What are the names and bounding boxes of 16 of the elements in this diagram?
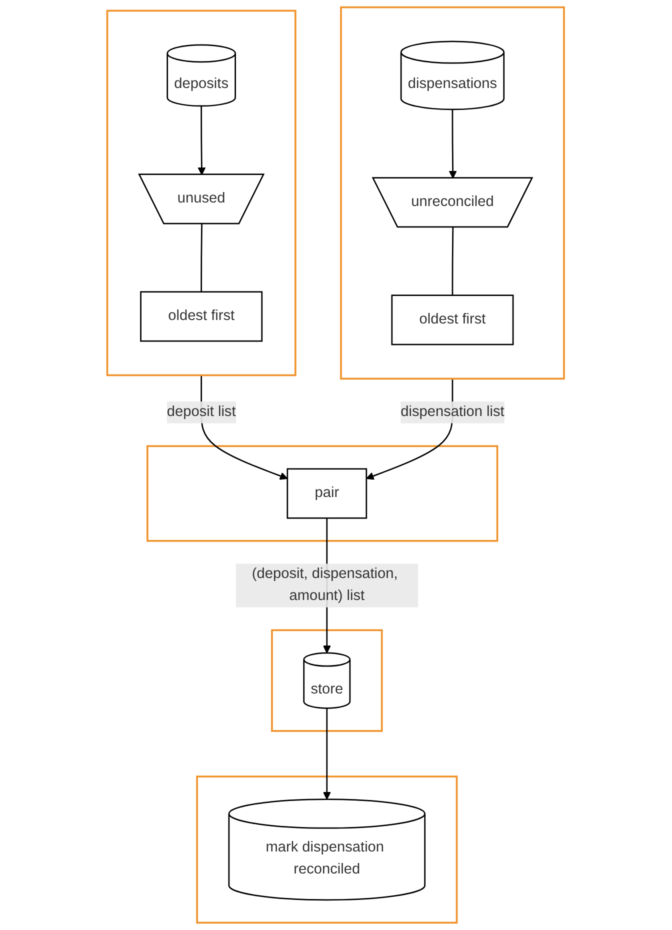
- cluster: [146, 445, 499, 542]
- edge-label: deposit list: [167, 404, 236, 420]
- cluster: [271, 629, 384, 732]
- edge-label: dispensation list: [400, 404, 505, 420]
- arrow: [198, 106, 206, 176]
- edge-label: (deposit, dispensation, amount) list: [252, 566, 398, 604]
- connector: [201, 224, 203, 292]
- node-box: pair: [287, 468, 368, 519]
- cluster: [340, 6, 566, 380]
- node-box: oldest first: [140, 291, 263, 342]
- cluster: [106, 10, 297, 376]
- cluster: [196, 776, 458, 924]
- arrow: [323, 708, 332, 800]
- connector: [452, 227, 454, 296]
- arrow: [449, 109, 458, 179]
- node-box: oldest first: [392, 294, 514, 346]
